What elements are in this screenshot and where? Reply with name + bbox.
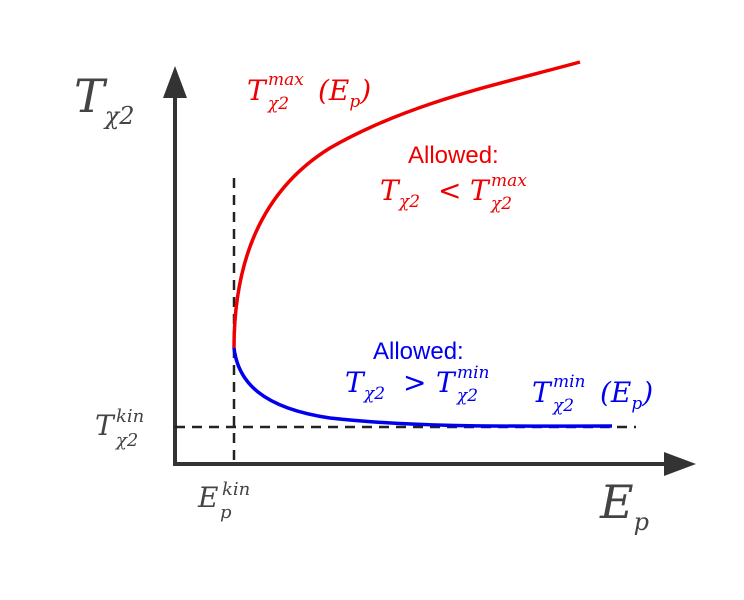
t-kin-label: T <box>95 409 116 442</box>
x-axis-label: Ep <box>599 475 649 536</box>
y-axis-label: Tχ2 <box>74 69 135 130</box>
t-max-arg-sub: p <box>349 92 360 112</box>
lower-allowed-rhs: T <box>436 366 457 399</box>
x-axis-label-main: E <box>599 475 634 529</box>
y-axis-label-main: T <box>74 69 108 123</box>
t-max-arg-close: ) <box>359 74 371 107</box>
lower-allowed-rhs-sup: min <box>457 363 490 383</box>
upper-allowed-title: Allowed: <box>408 142 499 169</box>
e-kin-label: E <box>197 481 218 514</box>
e-kin-main: E <box>197 481 218 514</box>
t-max-label-sup: max <box>268 70 304 90</box>
t-max-curve-label: T max χ2 (Ep) <box>247 70 371 114</box>
lower-allowed-annotation: Allowed: T χ2 > T min χ2 <box>345 338 490 406</box>
lower-allowed-title: Allowed: <box>373 338 464 365</box>
t-kin-sub: χ2 <box>114 430 138 451</box>
upper-allowed-rhs-sup: max <box>491 171 527 191</box>
y-axis-label-sub: χ2 <box>103 102 135 130</box>
t-min-arg-close: ) <box>641 376 653 409</box>
upper-allowed-rhs: T <box>470 174 491 207</box>
lower-allowed-lhs-sub: χ2 <box>363 384 385 404</box>
t-min-label-arg: (Ep) <box>600 376 653 414</box>
t-max-curve <box>232 60 581 349</box>
y-axis-arrowhead <box>163 66 187 98</box>
t-max-label-main: T <box>247 74 268 107</box>
t-min-label-main: T <box>532 376 553 409</box>
t-kin-main: T <box>95 409 116 442</box>
lower-allowed-op: > <box>403 366 426 399</box>
t-min-curve <box>232 347 613 428</box>
upper-allowed-rhs-sub: χ2 <box>490 194 512 214</box>
e-kin-sup: kin <box>222 479 250 500</box>
t-kin-sup: kin <box>116 406 144 427</box>
t-min-curve-label: T min χ2 (Ep) <box>532 372 653 416</box>
x-axis-label-sub: p <box>634 508 649 536</box>
upper-allowed-lhs-sub: χ2 <box>398 192 420 212</box>
upper-allowed-annotation: Allowed: T χ2 < T max χ2 <box>380 142 527 214</box>
t-min-arg-sub: p <box>631 394 642 414</box>
e-kin-sub: p <box>220 502 232 523</box>
t-max-arg-open: (E <box>318 74 349 107</box>
t-max-label-sub: χ2 <box>267 94 289 114</box>
upper-allowed-op: < <box>438 174 461 207</box>
t-min-label-sup: min <box>553 372 586 392</box>
t-max-label-arg: (Ep) <box>318 74 371 112</box>
lower-allowed-rhs-sub: χ2 <box>456 386 478 406</box>
lower-allowed-lhs: T <box>345 366 366 399</box>
upper-allowed-lhs: T <box>380 174 401 207</box>
t-min-arg-open: (E <box>600 376 631 409</box>
t-min-label-sub: χ2 <box>552 396 574 416</box>
x-axis-arrowhead <box>664 452 696 476</box>
